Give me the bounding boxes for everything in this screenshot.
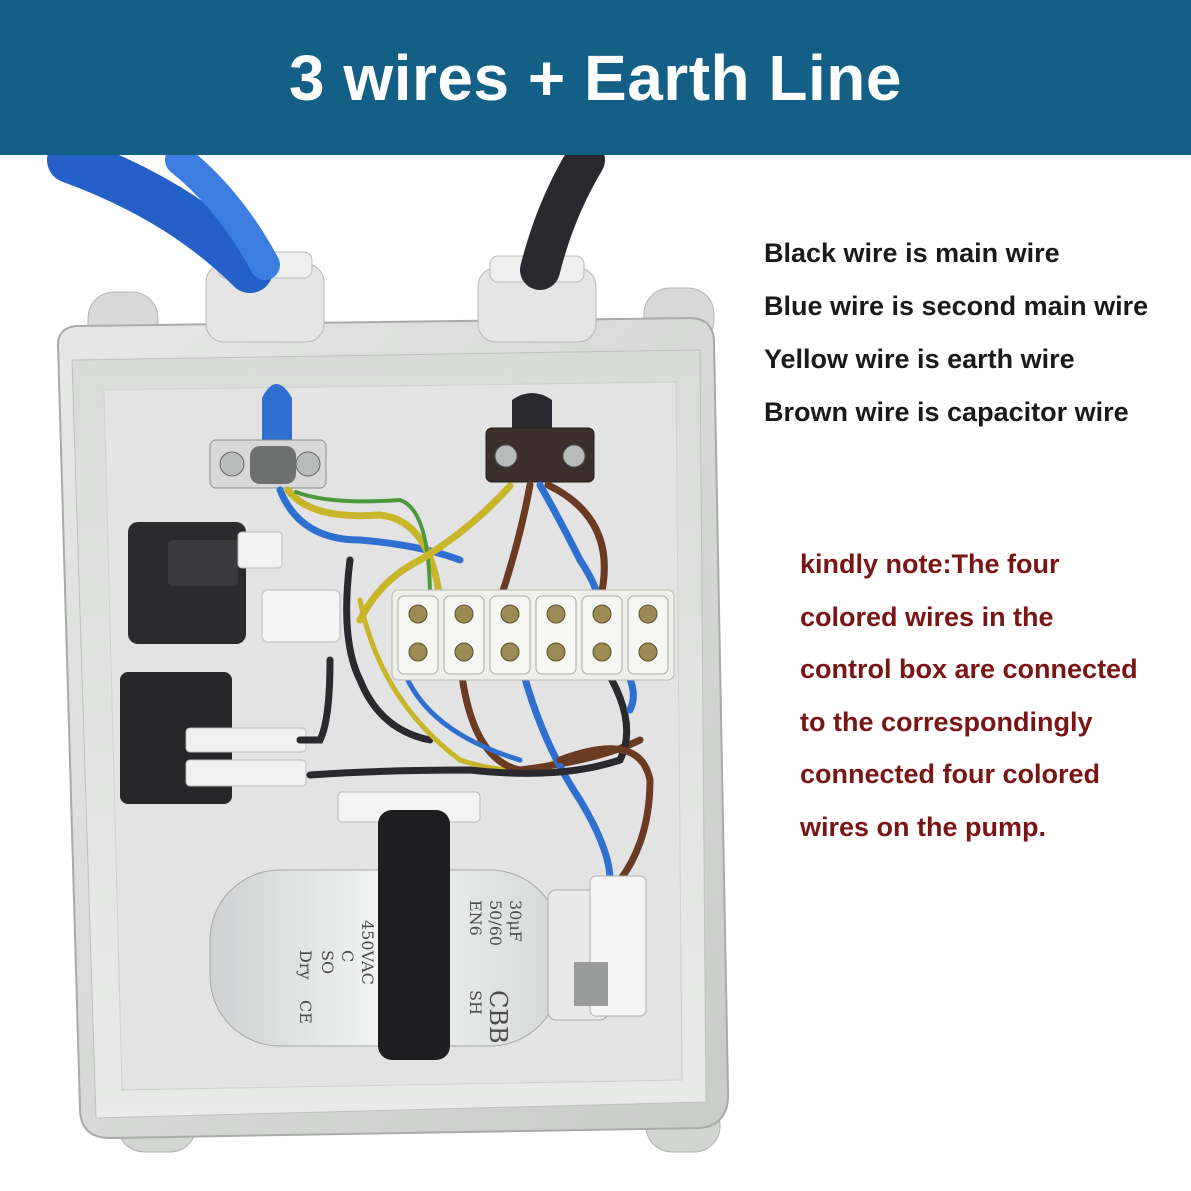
note-line-1: kindly note:The four — [800, 549, 1060, 579]
capacitor: Dry SO C CE 450VAC EN6 50/60 30μF SH CBB — [209, 810, 647, 1060]
legend-black-wire: Black wire is main wire — [764, 238, 1060, 268]
legend-brown-wire: Brown wire is capacitor wire — [764, 397, 1129, 427]
svg-text:50/60: 50/60 — [486, 900, 505, 946]
note-line-5: connected four colored — [800, 759, 1101, 790]
kindly-note: kindly note:The four colored wires in th… — [800, 540, 1191, 856]
title-banner: 3 wires + Earth Line — [0, 0, 1191, 155]
legend-yellow-wire: Yellow wire is earth wire — [764, 344, 1075, 374]
note-line-6: wires on the pump. — [800, 811, 1047, 842]
terminal-block — [391, 589, 675, 681]
note-line-3: control box are connected — [800, 654, 1138, 685]
svg-text:CE: CE — [296, 1000, 315, 1024]
cable-clamps — [209, 384, 595, 489]
incoming-cables — [47, 155, 605, 293]
note-line-4: to the correspondingly — [800, 706, 1093, 737]
note-line-2: colored wires in the — [800, 601, 1054, 632]
svg-text:EN6: EN6 — [466, 900, 485, 936]
banner-title: 3 wires + Earth Line — [289, 41, 902, 114]
switch-modules — [120, 522, 341, 804]
internal-wires — [276, 481, 654, 884]
control-box-photo: Dry SO C CE 450VAC EN6 50/60 30μF SH CBB — [0, 155, 760, 1191]
svg-text:450VAC: 450VAC — [358, 920, 377, 985]
svg-text:SO: SO — [318, 950, 337, 974]
svg-text:C: C — [338, 950, 357, 962]
svg-text:SH: SH — [466, 990, 485, 1015]
wire-legend: Black wire is main wire Blue wire is sec… — [764, 230, 1191, 442]
legend-blue-wire: Blue wire is second main wire — [764, 291, 1149, 321]
svg-text:CBB: CBB — [484, 990, 512, 1044]
svg-text:Dry: Dry — [296, 950, 315, 980]
svg-text:30μF: 30μF — [506, 900, 525, 942]
